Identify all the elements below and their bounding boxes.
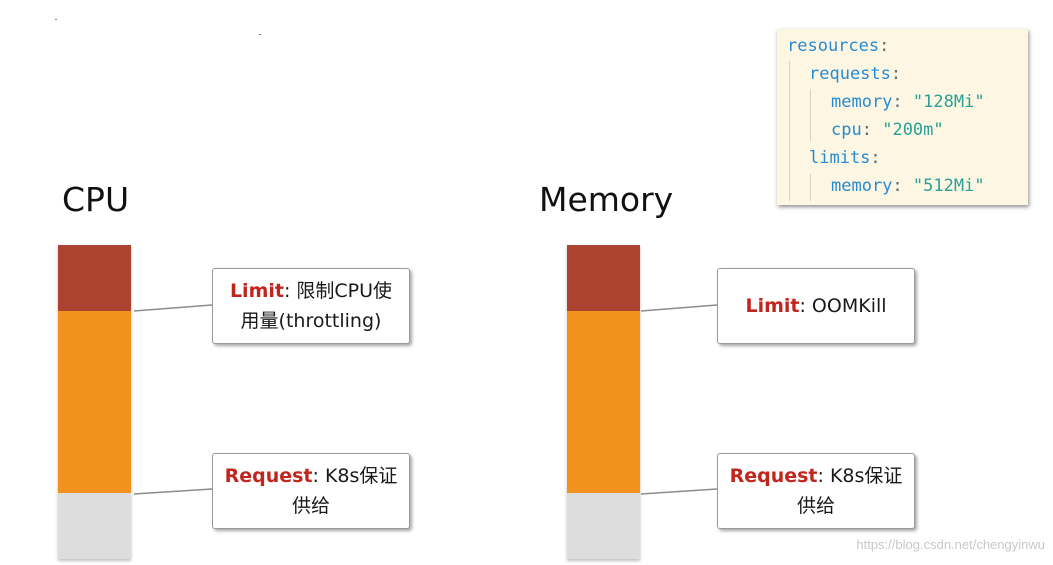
- memory-limit-callout-text: Limit: OOMKill: [745, 291, 886, 321]
- yaml-resources-key: resources: [787, 36, 880, 56]
- yaml-line-limits-memory: memory: "512Mi": [831, 172, 985, 200]
- cpu-request-callout-text: Request: K8s保证 供给: [225, 461, 398, 521]
- memory-request-line1: : K8s保证: [817, 465, 903, 487]
- cpu-limit-line2: 用量(throttling): [240, 310, 382, 332]
- yaml-colon: :: [870, 148, 881, 168]
- memory-limit-callout: Limit: OOMKill: [717, 268, 915, 344]
- memory-request-keyword: Request: [729, 465, 818, 487]
- memory-limit-line1: : OOMKill: [799, 295, 887, 317]
- cpu-limit-connector: [133, 304, 213, 312]
- cpu-bar-body: [58, 245, 131, 559]
- memory-request-segment: [567, 311, 640, 493]
- yaml-colon: :: [892, 92, 903, 112]
- memory-bar: [567, 245, 640, 559]
- yaml-limits-key: limits: [809, 148, 871, 168]
- cpu-limit-line1: : 限制CPU使: [283, 280, 393, 302]
- yaml-requests-memory-value: "128Mi": [912, 92, 985, 112]
- cpu-request-keyword: Request: [224, 465, 313, 487]
- indent-guide: [810, 174, 811, 201]
- cpu-request-callout: Request: K8s保证 供给: [212, 453, 410, 529]
- yaml-limits-memory-value: "512Mi": [912, 176, 985, 196]
- yaml-memory-key: memory: [831, 92, 893, 112]
- yaml-line-requests-cpu: cpu: "200m": [831, 116, 944, 144]
- cpu-title: CPU: [62, 180, 130, 219]
- memory-base-segment: [567, 493, 640, 559]
- speck-mark: [259, 34, 261, 35]
- yaml-requests-key: requests: [809, 64, 891, 84]
- cpu-limit-callout-text: Limit: 限制CPU使 用量(throttling): [230, 276, 392, 336]
- memory-limit-connector: [640, 304, 718, 312]
- watermark-url: https://blog.csdn.net/chengyinwu: [856, 537, 1045, 552]
- memory-request-line2: 供给: [796, 495, 835, 517]
- cpu-request-line2: 供给: [291, 495, 330, 517]
- memory-bar-body: [567, 245, 640, 559]
- yaml-memory-key: memory: [831, 176, 893, 196]
- memory-title: Memory: [539, 180, 674, 219]
- indent-guide: [810, 89, 811, 141]
- indent-guide: [789, 61, 790, 201]
- yaml-requests-cpu-value: "200m": [882, 120, 944, 140]
- yaml-colon: :: [890, 64, 902, 84]
- memory-request-connector: [640, 488, 718, 495]
- yaml-line-limits: limits:: [809, 144, 881, 172]
- yaml-colon: :: [861, 120, 872, 140]
- cpu-request-connector: [133, 488, 213, 495]
- cpu-request-line1: : K8s保证: [312, 465, 398, 487]
- cpu-limit-callout: Limit: 限制CPU使 用量(throttling): [212, 268, 410, 344]
- cpu-bar: [58, 245, 131, 559]
- yaml-colon: :: [879, 36, 890, 56]
- memory-limit-keyword: Limit: [745, 295, 800, 317]
- memory-request-callout: Request: K8s保证 供给: [717, 453, 915, 529]
- yaml-colon: :: [892, 176, 903, 196]
- cpu-limit-segment: [58, 245, 131, 311]
- yaml-line-requests-memory: memory: "128Mi": [831, 88, 985, 116]
- yaml-code-snippet: resources: requests: memory: "128Mi" cpu…: [777, 29, 1028, 205]
- cpu-limit-keyword: Limit: [229, 280, 284, 302]
- memory-request-callout-text: Request: K8s保证 供给: [730, 461, 903, 521]
- cpu-request-segment: [58, 311, 131, 493]
- memory-limit-segment: [567, 245, 640, 311]
- yaml-line-resources: resources:: [787, 32, 889, 60]
- yaml-line-requests: requests:: [809, 60, 901, 88]
- speck-mark: [55, 19, 57, 20]
- cpu-base-segment: [58, 493, 131, 559]
- yaml-cpu-key: cpu: [831, 120, 862, 140]
